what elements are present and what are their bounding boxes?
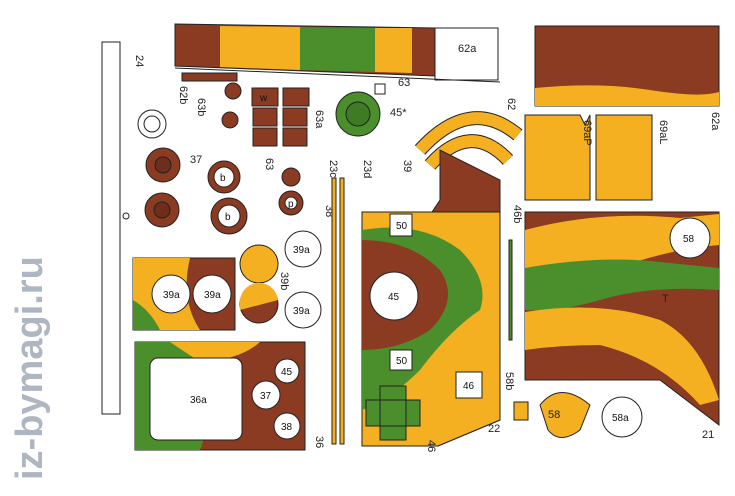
part-36-plate: 36a 37 45 38 36 [134, 341, 325, 451]
part-58-pieces: 58b 58 58a [503, 372, 643, 438]
part-62-band: 62a 62 [174, 23, 517, 110]
label-63a: 63a [313, 110, 325, 129]
label-62b: 62b [177, 86, 189, 104]
label-58: 58 [683, 234, 695, 245]
label-21: 21 [702, 429, 714, 441]
part-46-box: 46 [365, 385, 437, 452]
label-46b: 46b [511, 205, 523, 223]
label-58-small: 58 [548, 409, 560, 421]
label-58b: 58b [503, 372, 515, 390]
label-45: 45 [388, 292, 400, 303]
label-22: 22 [488, 423, 500, 435]
label-45s: 45* [390, 107, 407, 119]
part-37-wheels: 37 [144, 147, 202, 228]
label-46: 46 [463, 381, 475, 392]
label-62: 62 [505, 98, 517, 110]
label-69aP: 69aP [581, 120, 593, 146]
label-b2: b [225, 212, 231, 223]
label-63: 63 [263, 158, 275, 170]
label-39: 39 [401, 160, 413, 172]
part-69a: 69aP 69aL [524, 114, 669, 201]
label-39a-4: 39a [293, 306, 310, 317]
label-p: p [288, 199, 294, 210]
label-b1: b [220, 173, 226, 184]
label-50-2: 50 [396, 356, 408, 367]
label-63-small: 63 [398, 77, 410, 89]
label-w: w [259, 93, 268, 104]
label-39b: 39b [278, 272, 290, 290]
part-63-wheels: w 63a 63b 62b 63 [177, 72, 325, 170]
label-58a: 58a [612, 413, 629, 424]
part-b-wheels: b b p 38 [207, 160, 335, 235]
label-63b: 63b [195, 98, 207, 116]
part-46b-rod: 46b [508, 205, 523, 341]
label-37: 37 [190, 154, 202, 166]
label-23c: 23c [327, 160, 339, 178]
part-21-hull: 58 T 21 [524, 211, 720, 441]
label-36b: 36 [313, 436, 325, 448]
label-62a-right: 62a [709, 112, 721, 131]
label-38b: 38 [281, 422, 293, 433]
label-24: 24 [133, 55, 145, 67]
part-36b-block: 39a 39a [132, 257, 236, 331]
label-37b: 37 [260, 391, 272, 402]
part-24: 24 [101, 41, 145, 415]
label-50-1: 50 [396, 221, 408, 232]
label-36a: 36a [190, 395, 207, 406]
part-39b-discs: 39a 39a 39b [239, 230, 322, 329]
label-45b: 45 [281, 367, 293, 378]
part-39-arcs: 39 [401, 111, 523, 172]
label-23d: 23d [361, 160, 373, 178]
watermark-text: iz-bymagi.ru [9, 256, 51, 480]
label-62a-box: 62a [458, 43, 477, 55]
part-62b-gear [137, 109, 167, 139]
label-39a-1: 39a [163, 290, 180, 301]
part-23-rods: 23c 23d [327, 160, 373, 445]
label-46-small: 46 [425, 440, 437, 452]
label-69aL: 69aL [657, 120, 669, 144]
label-T: T [662, 293, 669, 305]
label-39a-3: 39a [293, 245, 310, 256]
label-39a-2: 39a [204, 290, 221, 301]
part-45-star: 45* 63 [335, 77, 410, 137]
part-62a-panel: 62a [534, 25, 721, 131]
